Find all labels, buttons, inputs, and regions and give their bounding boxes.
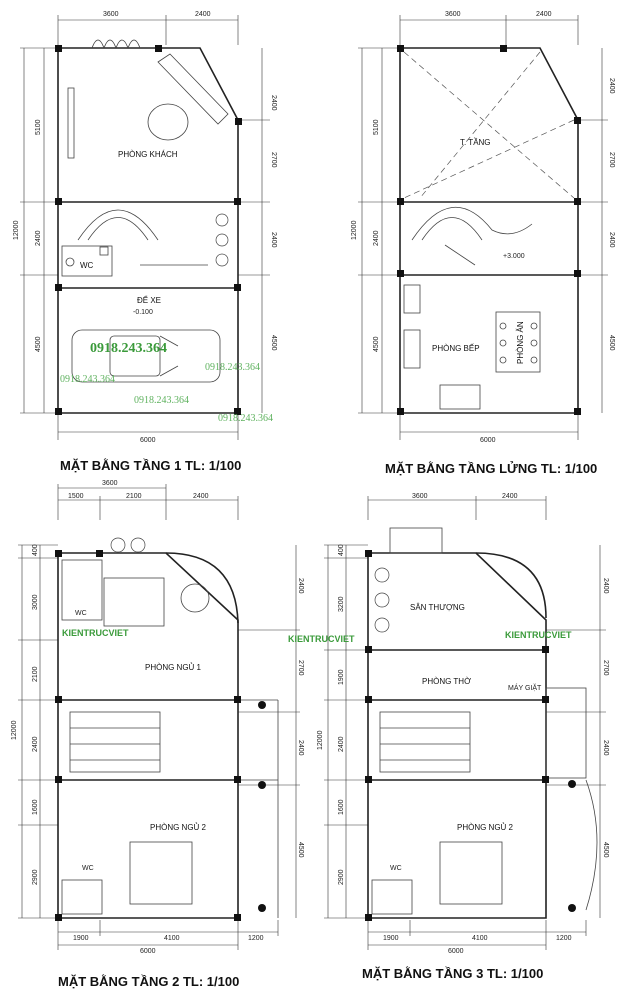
plant-icon xyxy=(374,567,390,633)
room-wc: WC xyxy=(390,865,402,872)
watermark-phone: 0918.243.364 xyxy=(90,341,167,356)
dim-bottom: 6000 xyxy=(480,437,496,444)
watermark-phone: 0918.243.364 xyxy=(134,395,189,406)
dim-right-4: 4500 xyxy=(602,842,609,858)
plant-icon xyxy=(215,213,229,267)
dim-left-2: 2400 xyxy=(35,230,42,246)
dim-bottom-3: 1200 xyxy=(556,935,572,942)
room-bed-2: PHÒNG NGỦ 2 xyxy=(150,823,207,832)
dim-left-total: 12000 xyxy=(317,730,324,750)
dim-left-6: 2900 xyxy=(32,869,39,885)
watermark-phone: 0918.243.364 xyxy=(218,413,273,424)
dim-bottom-3: 1200 xyxy=(248,935,264,942)
dim-top-1: 3600 xyxy=(412,493,428,500)
room-laundry: MÁY GIẶT xyxy=(508,683,542,692)
watermark-brand: KIENTRUCVIET xyxy=(505,630,572,640)
room-garage: ĐỂ XE xyxy=(137,296,161,305)
dim-bottom-1: 1900 xyxy=(383,935,399,942)
dim-top-4: 2400 xyxy=(193,493,209,500)
dim-left-total: 12000 xyxy=(11,720,18,740)
dim-bottom-1: 1900 xyxy=(73,935,89,942)
dim-right-1: 2400 xyxy=(297,578,304,594)
dim-left-1: 400 xyxy=(338,544,345,556)
dim-top-1: 3600 xyxy=(445,11,461,18)
dim-right-4: 4500 xyxy=(270,335,277,351)
dim-bottom-4: 6000 xyxy=(448,948,464,955)
dim-top-2: 1500 xyxy=(68,493,84,500)
room-wc-2: WC xyxy=(82,865,94,872)
dim-right-2: 2700 xyxy=(270,152,277,168)
dim-right-3: 2400 xyxy=(602,740,609,756)
watermark-brand: KIENTRUCVIET xyxy=(288,634,355,644)
room-bed-2: PHÒNG NGỦ 2 xyxy=(457,823,514,832)
dim-top-2: 2400 xyxy=(536,11,552,18)
dim-right-1: 2400 xyxy=(270,95,277,111)
dim-right-1: 2400 xyxy=(602,578,609,594)
watermark-phone: 0918.243.364 xyxy=(60,374,115,385)
room-terrace: SÂN THƯỢNG xyxy=(410,603,465,612)
room-living: PHÒNG KHÁCH xyxy=(118,150,178,159)
dim-left-total: 12000 xyxy=(351,220,358,240)
dim-bottom-2: 4100 xyxy=(472,935,488,942)
watermark-brand: KIENTRUCVIET xyxy=(62,628,129,638)
dim-right-4: 4500 xyxy=(608,335,615,351)
dim-right-3: 2400 xyxy=(270,232,277,248)
dim-left-2: 3200 xyxy=(338,596,345,612)
level-mark: +3.000 xyxy=(503,253,525,260)
dim-left-6: 2900 xyxy=(338,869,345,885)
dim-top-1: 3600 xyxy=(103,11,119,18)
dim-right-4: 4500 xyxy=(297,842,304,858)
dim-bottom: 6000 xyxy=(140,437,156,444)
room-void: T. TẦNG xyxy=(460,137,491,147)
dim-right-2: 2700 xyxy=(608,152,615,168)
dim-left-5: 1600 xyxy=(338,799,345,815)
dim-left-3: 4500 xyxy=(373,336,380,352)
dim-right-2: 2700 xyxy=(297,660,304,676)
dim-left-4: 2400 xyxy=(338,736,345,752)
plant-icon xyxy=(110,537,146,553)
room-wc: WC xyxy=(80,261,94,270)
dim-top-3: 2100 xyxy=(126,493,142,500)
caption-plan-4: MẶT BẰNG TẦNG 3 TL: 1/100 xyxy=(362,966,543,981)
car-icon xyxy=(71,329,221,383)
dim-left-4: 2400 xyxy=(32,736,39,752)
room-dining: PHÒNG ĂN xyxy=(516,321,525,364)
plan-floor-2: 3600 1500 2100 2400 12000 400 3000 2100 … xyxy=(11,480,304,989)
dim-left-total: 12000 xyxy=(13,220,20,240)
room-kitchen: PHÒNG BẾP xyxy=(432,343,480,353)
plan-floor-3: 3600 2400 12000 400 3200 1900 2400 1600 … xyxy=(288,493,609,981)
dim-left-5: 1600 xyxy=(32,799,39,815)
dim-left-3: 4500 xyxy=(35,336,42,352)
dim-top-2: 2400 xyxy=(502,493,518,500)
room-wc-1: WC xyxy=(75,610,87,617)
dim-right-1: 2400 xyxy=(608,78,615,94)
dim-right-3: 2400 xyxy=(297,740,304,756)
dim-left-3: 2100 xyxy=(32,666,39,682)
level-mark: -0.100 xyxy=(133,309,153,316)
dim-bottom-2: 4100 xyxy=(164,935,180,942)
caption-plan-3: MẶT BẰNG TẦNG 2 TL: 1/100 xyxy=(58,974,239,989)
dim-right-3: 2400 xyxy=(608,232,615,248)
dim-left-1: 5100 xyxy=(373,119,380,135)
dim-bottom-4: 6000 xyxy=(140,948,156,955)
dim-left-1: 5100 xyxy=(35,119,42,135)
dim-left-2: 2400 xyxy=(373,230,380,246)
room-altar: PHÒNG THỜ xyxy=(422,677,471,686)
dim-left-2: 3000 xyxy=(32,594,39,610)
plan-ground-floor: 3600 2400 12000 5100 2400 4500 2400 2700… xyxy=(13,11,277,473)
dim-right-2: 2700 xyxy=(602,660,609,676)
caption-plan-1: MẶT BẰNG TẦNG 1 TL: 1/100 xyxy=(60,458,241,473)
dim-top-2: 2400 xyxy=(195,11,211,18)
caption-plan-2: MẶT BẰNG TẦNG LỬNG TL: 1/100 xyxy=(385,461,597,476)
dim-left-1: 400 xyxy=(32,544,39,556)
room-bed-1: PHÒNG NGỦ 1 xyxy=(145,663,202,672)
plan-mezzanine: 3600 2400 12000 5100 2400 4500 2400 2700… xyxy=(351,11,615,476)
dim-left-3: 1900 xyxy=(338,669,345,685)
dim-top-1: 3600 xyxy=(102,480,118,487)
watermark-phone: 0918.243.364 xyxy=(205,362,260,373)
